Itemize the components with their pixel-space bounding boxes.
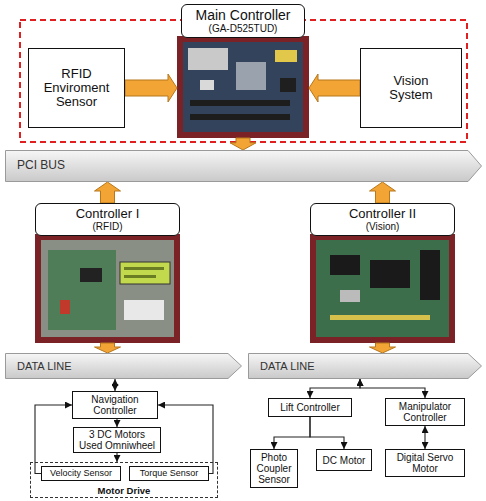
- board-chip: [280, 78, 296, 92]
- motor-box: DC Motor: [316, 449, 372, 471]
- block-arrow: [309, 74, 360, 102]
- process-box: 3 DC Motors Used Omniwheel: [73, 427, 161, 453]
- node-text: Vision System: [381, 74, 441, 103]
- board-part: [275, 50, 297, 62]
- lcd-display: [120, 262, 170, 284]
- lcd-row: [124, 267, 164, 270]
- node-text: Controller I: [76, 207, 140, 221]
- connector: [114, 379, 115, 391]
- connector: [35, 405, 72, 474]
- lcd-row: [124, 275, 156, 278]
- node-text: Navigation Controller: [77, 394, 153, 416]
- node-text: Lift Controller: [280, 402, 339, 413]
- connector: [310, 379, 360, 398]
- controller-block: Controller II(Vision): [310, 203, 455, 343]
- group-box: Motor Drive Velocity Sensor Torque Sensor: [30, 462, 218, 498]
- block-arrow: [230, 138, 256, 150]
- node-text: (RFID): [93, 221, 123, 232]
- connector: [158, 405, 213, 474]
- node-text: Controller II: [349, 207, 416, 221]
- block-arrow: [125, 74, 177, 102]
- board-chip: [370, 260, 410, 288]
- system-box: Vision System: [360, 48, 462, 128]
- title-box: Main Controller(GA-D525TUD): [181, 4, 305, 38]
- block-arrow: [95, 182, 121, 203]
- block-arrow: [370, 343, 396, 353]
- node-text: Torque Sensor: [140, 469, 199, 479]
- pcb: [48, 250, 116, 330]
- board-part: [200, 80, 214, 90]
- node-text: RFID Enviroment Sensor: [35, 67, 118, 110]
- controller-block: Controller I(RFID): [35, 203, 180, 343]
- sensor-box: RFID Enviroment Sensor: [28, 48, 125, 128]
- board-photo: [41, 240, 174, 337]
- node-text: Manipulator Controller: [390, 401, 460, 423]
- motor-box: Digital Servo Motor: [385, 449, 465, 477]
- process-box: Manipulator Controller: [385, 398, 465, 426]
- band-outline: [249, 354, 482, 379]
- board-photo: [183, 42, 303, 132]
- connector: [424, 426, 425, 449]
- board-slot: [190, 100, 290, 106]
- dashed-region: [20, 20, 467, 142]
- title-box: Controller II(Vision): [310, 203, 455, 236]
- board-port: [188, 48, 228, 70]
- controller-block: Main Controller(GA-D525TUD): [177, 4, 309, 138]
- board-chip: [80, 268, 102, 282]
- board-part: [340, 290, 360, 302]
- node-text: 3 DC Motors Used Omniwheel: [78, 429, 156, 451]
- connector: [274, 417, 310, 449]
- board-chip: [420, 250, 440, 300]
- process-box: Lift Controller: [268, 398, 352, 417]
- band-outline: [6, 354, 242, 379]
- sensor-box: Torque Sensor: [129, 466, 209, 481]
- board-part: [124, 300, 164, 320]
- connector: [360, 379, 425, 398]
- board-photo: [316, 240, 449, 337]
- data-line-arrow: DATA LINE: [248, 353, 482, 379]
- process-box: Navigation Controller: [72, 391, 158, 419]
- block-arrow: [370, 182, 396, 203]
- connector: [116, 453, 117, 462]
- node-text: DATA LINE: [248, 360, 315, 372]
- title-box: Controller I(RFID): [35, 203, 180, 236]
- photo-frame: [310, 234, 455, 343]
- sensor-box: Velocity Sensor: [41, 466, 121, 481]
- sensor-box: Photo Coupler Sensor: [250, 449, 298, 488]
- node-text: PCI BUS: [5, 159, 65, 172]
- board-slot: [190, 114, 290, 120]
- photo-frame: [35, 234, 180, 343]
- band-shape: [5, 150, 482, 182]
- board-chip: [330, 255, 360, 275]
- node-text: (GA-D525TUD): [209, 23, 278, 34]
- photo-frame: [177, 36, 309, 138]
- node-text: Photo Coupler Sensor: [255, 452, 293, 485]
- node-text: DC Motor: [323, 455, 366, 466]
- data-line-arrow: DATA LINE: [5, 353, 242, 379]
- connector: [310, 417, 344, 449]
- band-outline: [6, 151, 482, 182]
- bus-arrow: PCI BUS: [5, 150, 482, 182]
- node-text: (Vision): [366, 221, 400, 232]
- block-arrow: [95, 343, 121, 353]
- heatsink: [236, 62, 266, 90]
- node-text: Motor Drive: [98, 486, 151, 496]
- node-text: Velocity Sensor: [50, 469, 112, 479]
- connectors: [35, 74, 425, 474]
- node-text: DATA LINE: [5, 360, 72, 372]
- board-part: [60, 300, 70, 314]
- node-text: Digital Servo Motor: [390, 452, 460, 474]
- connector: [116, 419, 117, 427]
- node-text: Main Controller: [196, 8, 291, 23]
- pin-header: [330, 315, 430, 320]
